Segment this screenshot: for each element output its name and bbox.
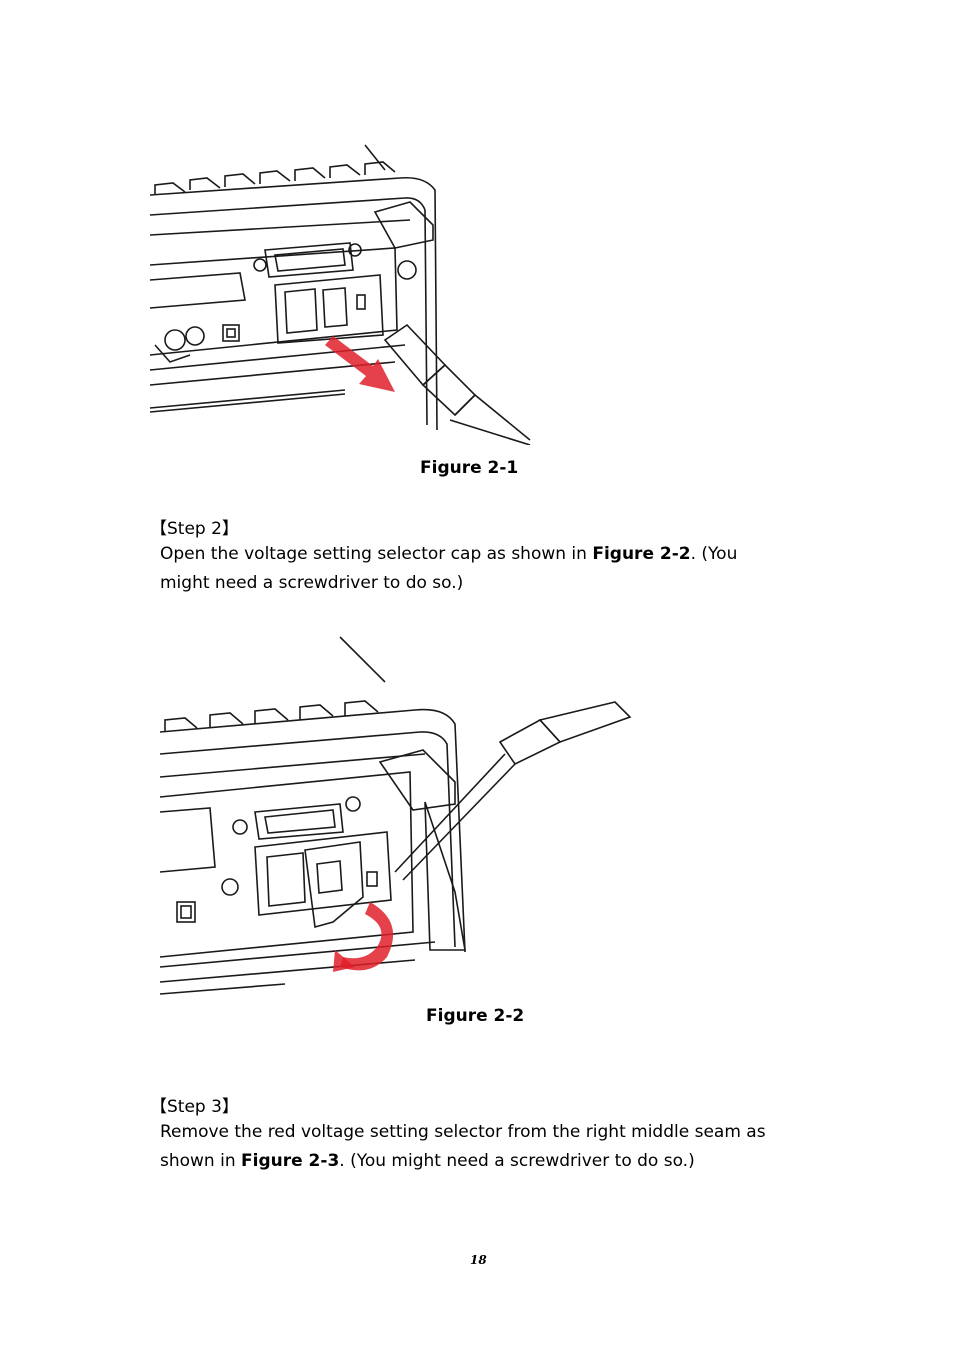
figure-2-1-caption: Figure 2-1 bbox=[420, 458, 519, 478]
step-3-line1-text: Remove the red voltage setting selector … bbox=[160, 1122, 766, 1142]
step-2-line1-tail: . (You bbox=[690, 544, 738, 564]
step-2-line2-text: might need a screwdriver to do so.) bbox=[160, 573, 464, 593]
figure-2-3-reference: Figure 2-3 bbox=[241, 1151, 340, 1171]
page-number: 18 bbox=[470, 1253, 487, 1267]
figure-2-2-illustration bbox=[155, 632, 640, 997]
step-3-line2-text: shown in bbox=[160, 1151, 242, 1171]
step-2-line1-text: Open the voltage setting selector cap as… bbox=[160, 544, 593, 564]
figure-2-1-illustration bbox=[145, 140, 540, 445]
step-2-heading: 【Step 2】 bbox=[150, 519, 239, 539]
pull-arrow bbox=[325, 336, 395, 392]
figure-2-2-reference: Figure 2-2 bbox=[592, 544, 691, 564]
step-3-text: Remove the red voltage setting selector … bbox=[160, 1118, 766, 1176]
figure-2-2-caption: Figure 2-2 bbox=[426, 1006, 525, 1026]
step-3-line2-tail: . (You might need a screwdriver to do so… bbox=[339, 1151, 695, 1171]
step-2-text: Open the voltage setting selector cap as… bbox=[160, 540, 737, 598]
step-3-heading: 【Step 3】 bbox=[150, 1097, 239, 1117]
rotate-arrow bbox=[340, 902, 394, 971]
